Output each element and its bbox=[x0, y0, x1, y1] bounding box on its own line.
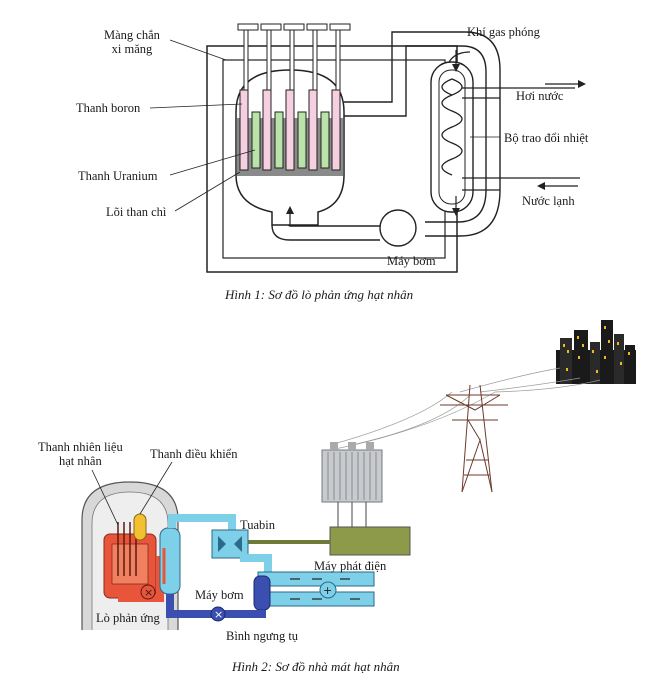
label-generator: Máy phát điện bbox=[314, 559, 387, 573]
label-fuel-rods-text: Thanh nhiên liệu hạt nhân bbox=[38, 440, 123, 468]
transformer-icon bbox=[321, 442, 383, 528]
containment-building bbox=[81, 481, 179, 630]
label-pump-2: Máy bơm bbox=[195, 588, 244, 602]
generator-icon bbox=[329, 526, 411, 556]
label-turbine: Tuabin bbox=[240, 518, 275, 532]
label-cement-shield-text: Màng chắn xi măng bbox=[104, 28, 160, 56]
pressurizer bbox=[133, 513, 147, 541]
svg-text:×: × bbox=[144, 586, 153, 599]
label-heat-exchanger: Bộ trao đổi nhiệt bbox=[504, 131, 589, 145]
label-uranium-rods: Thanh Uranium bbox=[78, 169, 158, 183]
label-cement-shield: Màng chắn xi măng bbox=[104, 28, 160, 56]
control-rods bbox=[237, 23, 351, 171]
svg-text:+: + bbox=[323, 584, 332, 597]
caption-figure-2: Hình 2: Sơ đồ nhà mát hạt nhân bbox=[232, 659, 400, 674]
label-pump-1: Máy bơm bbox=[387, 254, 436, 268]
label-reactor: Lò phản ứng bbox=[96, 611, 160, 625]
svg-text:×: × bbox=[214, 608, 223, 621]
label-steam: Hơi nước bbox=[516, 89, 564, 103]
label-boron-rods: Thanh boron bbox=[76, 101, 141, 115]
label-fuel-rods: Thanh nhiên liệu hạt nhân bbox=[38, 440, 123, 468]
turbine-icon bbox=[211, 529, 249, 559]
caption-figure-1: Hình 1: Sơ đồ lò phản ứng hạt nhân bbox=[225, 287, 414, 302]
label-cold-water: Nước lạnh bbox=[522, 194, 575, 208]
label-graphite-core: Lõi than chì bbox=[106, 205, 167, 219]
condenser-upper bbox=[257, 571, 375, 587]
steam-generator bbox=[159, 527, 181, 595]
city-skyline-icon bbox=[556, 320, 636, 384]
reactor-diagram bbox=[149, 23, 586, 273]
reactor-vessel-red bbox=[103, 533, 157, 599]
pylon-icon bbox=[440, 384, 508, 493]
label-control-rods: Thanh điều khiển bbox=[150, 447, 238, 461]
pump-symbol bbox=[379, 209, 417, 247]
label-condenser: Bình ngưng tụ bbox=[226, 629, 299, 643]
label-gas-exhaust: Khí gas phóng bbox=[467, 25, 540, 39]
